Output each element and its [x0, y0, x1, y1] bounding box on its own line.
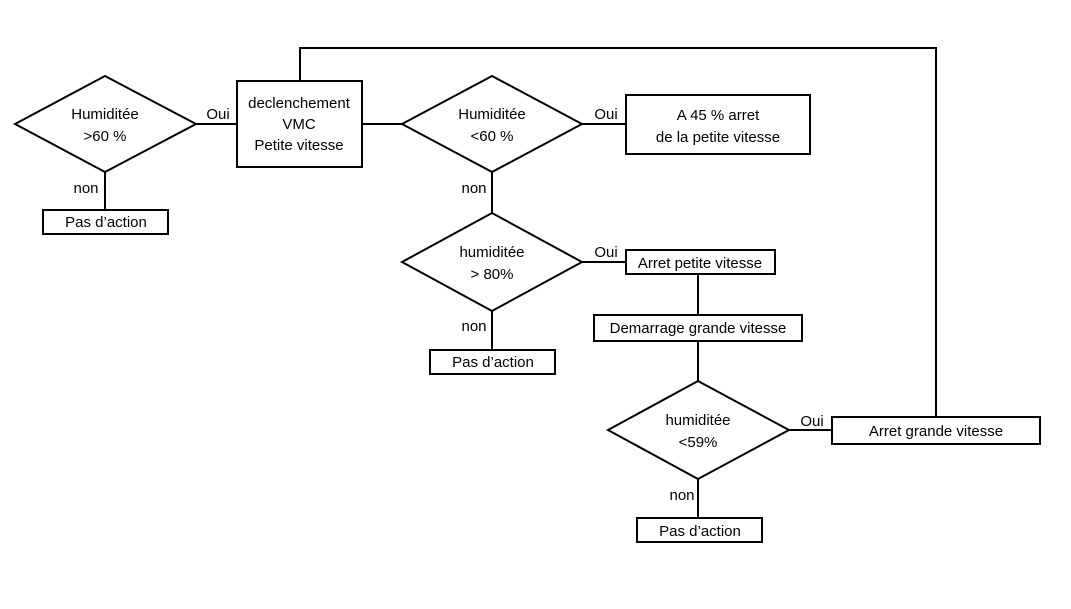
edge-labels: Oui non Oui non Oui non Oui non: [73, 106, 823, 504]
d3-label-line-2: > 80%: [471, 266, 514, 283]
d3-label-line-1: humiditée: [459, 244, 524, 261]
nodes: [12, 74, 1041, 543]
edge-label-d4-no: non: [669, 487, 694, 504]
decision-humidity-below-60: [399, 74, 585, 174]
edge-label-d4-yes: Oui: [800, 413, 823, 430]
edge-label-d1-yes: Oui: [206, 106, 229, 123]
edge-label-d2-no: non: [461, 180, 486, 197]
d4-label-line-2: <59%: [679, 434, 718, 451]
edge-label-d2-yes: Oui: [594, 106, 617, 123]
terminal-no-action-1: [42, 209, 169, 235]
process-stop-high-speed: [831, 416, 1041, 445]
node-labels: Humiditée >60 % declenchement VMC Petite…: [65, 95, 1003, 540]
b1-label-line-3: Petite vitesse: [254, 137, 343, 154]
b1-label-line-2: VMC: [282, 116, 316, 133]
decision-humidity-above-60: [12, 74, 199, 174]
d4-label-line-1: humiditée: [665, 412, 730, 429]
b2-label-line-2: de la petite vitesse: [656, 129, 780, 146]
process-stop-low-speed-45: [625, 94, 811, 155]
d1-label-line-1: Humiditée: [71, 106, 139, 123]
b5-label: Arret grande vitesse: [869, 423, 1003, 440]
b1-label-line-1: declenchement: [248, 95, 351, 112]
p1-label: Pas d’action: [65, 214, 147, 231]
p3-label: Pas d’action: [659, 523, 741, 540]
edge-label-d3-yes: Oui: [594, 244, 617, 261]
b4-label: Demarrage grande vitesse: [610, 320, 787, 337]
decision-humidity-below-59: [605, 379, 792, 481]
terminal-no-action-3: [636, 517, 763, 543]
d1-label-line-2: >60 %: [84, 128, 127, 145]
edge-label-d1-no: non: [73, 180, 98, 197]
b3-label: Arret petite vitesse: [638, 255, 762, 272]
p2-label: Pas d’action: [452, 354, 534, 371]
d2-label-line-2: <60 %: [471, 128, 514, 145]
process-stop-low-speed: [625, 249, 776, 275]
decision-humidity-above-80: [399, 211, 585, 313]
edge-b5-loop-b1: [299, 47, 937, 417]
b2-label-line-1: A 45 % arret: [677, 107, 760, 124]
d2-label-line-1: Humiditée: [458, 106, 526, 123]
edge-label-d3-no: non: [461, 318, 486, 335]
connectors: [104, 47, 937, 518]
process-vmc-low-speed: [236, 80, 363, 168]
terminal-no-action-2: [429, 349, 556, 375]
process-start-high-speed: [593, 314, 803, 342]
